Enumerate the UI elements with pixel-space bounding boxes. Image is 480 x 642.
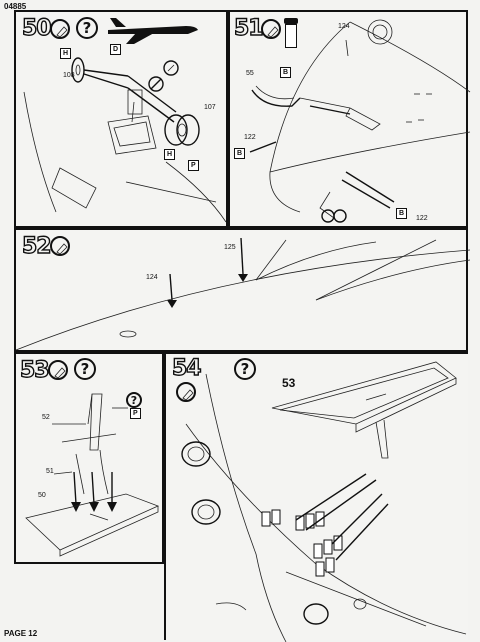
tag-p: P (188, 160, 199, 171)
glue-icon (261, 19, 281, 39)
question-icon: ? (74, 358, 96, 380)
aircraft-underside-drawing (181, 361, 467, 642)
part-52: 52 (42, 414, 50, 421)
part-51: 51 (46, 468, 54, 475)
sub-assembly-label: 53 (282, 376, 296, 390)
question-icon: ? (126, 392, 142, 408)
question-icon: ? (234, 358, 256, 380)
tag-b: B (234, 148, 246, 159)
step-51-panel: 51 124 55 B 122 B B 122 (228, 10, 471, 228)
part-108: 108 (63, 72, 75, 79)
step-number: 54 (171, 356, 202, 381)
tag-d: D (110, 44, 122, 55)
page-number: PAGE 12 (4, 629, 38, 638)
step-number: 51 (233, 16, 264, 41)
glue-icon (50, 236, 70, 256)
landing-gear-drawing (23, 57, 227, 223)
part-125: 125 (224, 244, 236, 251)
tag-b: B (396, 208, 408, 219)
tag-b: B (280, 67, 292, 78)
tag-h: H (164, 149, 176, 160)
step-number: 52 (21, 234, 52, 259)
nose-fuselage-drawing (249, 19, 471, 223)
step-number: 50 (21, 16, 52, 41)
part-124: 124 (338, 23, 350, 30)
part-55: 55 (246, 70, 254, 77)
stand-drawing (25, 393, 160, 557)
step-50-panel: 50 ? D H 108 107 H P (14, 10, 228, 228)
step-number: 53 (19, 358, 50, 383)
part-122: 122 (244, 134, 256, 141)
question-icon: ? (76, 17, 98, 39)
page-code: 04885 (4, 2, 27, 11)
airplane-icon (108, 18, 198, 44)
part-107: 107 (204, 104, 216, 111)
part-50: 50 (38, 492, 46, 499)
part-122: 122 (416, 215, 428, 222)
step-54-panel: 54 ? 53 (164, 352, 468, 642)
part-124: 124 (146, 274, 158, 281)
step-53-panel: 53 ? ? P 52 51 50 (14, 352, 164, 564)
fuselage-top-drawing (15, 237, 471, 351)
glue-icon (48, 360, 68, 380)
paint-jar-icon (284, 18, 298, 50)
glue-icon (176, 382, 196, 402)
step-52-panel: 52 125 124 (14, 228, 471, 352)
tag-h: H (60, 48, 72, 59)
glue-icon (50, 19, 70, 39)
tag-p: P (130, 408, 141, 419)
